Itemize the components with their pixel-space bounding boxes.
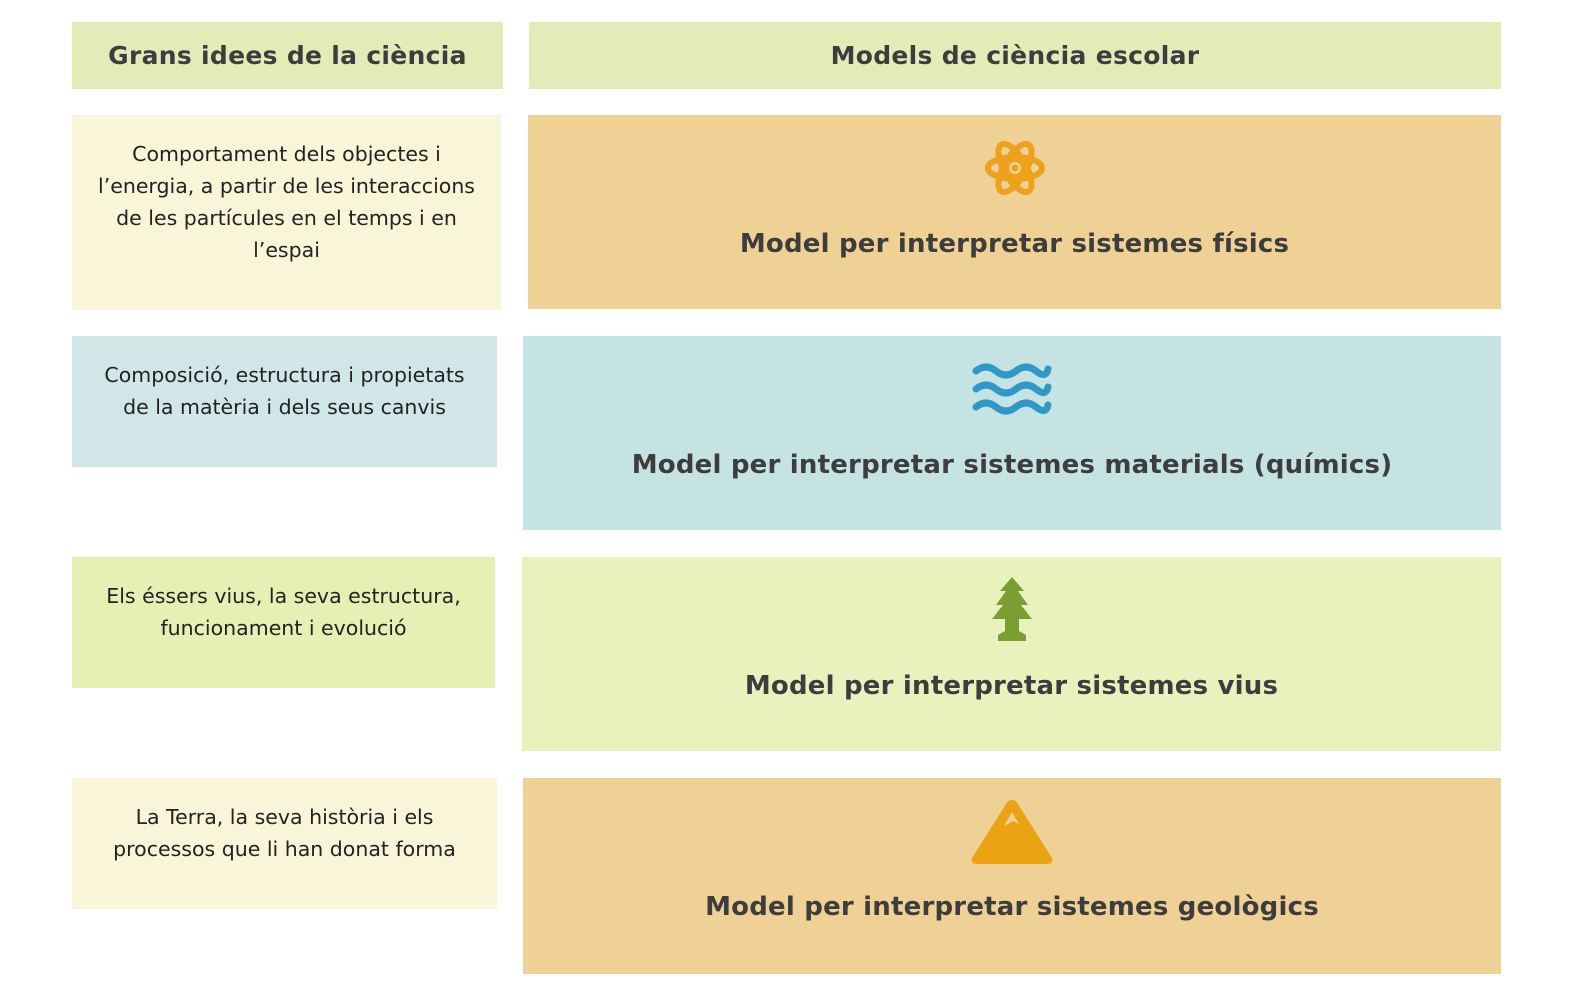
- header-big-ideas: Grans idees de la ciència: [72, 22, 503, 89]
- model-title-biology: Model per interpretar sistemes vius: [744, 671, 1279, 701]
- idea-box-physics: Comportament dels objectes i l’energia, …: [72, 115, 501, 310]
- model-title-chemistry: Model per interpretar sistemes materials…: [631, 450, 1393, 480]
- idea-text-chemistry: Composició, estructura i propietats de l…: [104, 363, 465, 419]
- model-box-chemistry: Model per interpretar sistemes materials…: [523, 336, 1501, 530]
- model-title-geology: Model per interpretar sistemes geològics: [705, 892, 1319, 922]
- idea-text-biology: Els éssers vius, la seva estructura, fun…: [106, 584, 461, 640]
- idea-text-physics: Comportament dels objectes i l’energia, …: [98, 142, 475, 262]
- atom-icon: [970, 133, 1060, 203]
- header-school-models-label: Models de ciència escolar: [830, 41, 1200, 70]
- model-box-biology: Model per interpretar sistemes vius: [522, 557, 1501, 751]
- model-box-physics: Model per interpretar sistemes físics: [528, 115, 1501, 309]
- header-big-ideas-label: Grans idees de la ciència: [108, 41, 467, 70]
- idea-box-geology: La Terra, la seva història i els process…: [72, 778, 497, 909]
- idea-box-biology: Els éssers vius, la seva estructura, fun…: [72, 557, 495, 688]
- header-school-models: Models de ciència escolar: [529, 22, 1501, 89]
- model-box-geology: Model per interpretar sistemes geològics: [523, 778, 1501, 974]
- tree-icon: [967, 575, 1057, 645]
- idea-text-geology: La Terra, la seva història i els process…: [113, 805, 456, 861]
- idea-box-chemistry: Composició, estructura i propietats de l…: [72, 336, 497, 467]
- model-title-physics: Model per interpretar sistemes físics: [739, 229, 1290, 259]
- mountain-icon: [967, 796, 1057, 866]
- waves-icon: [967, 354, 1057, 424]
